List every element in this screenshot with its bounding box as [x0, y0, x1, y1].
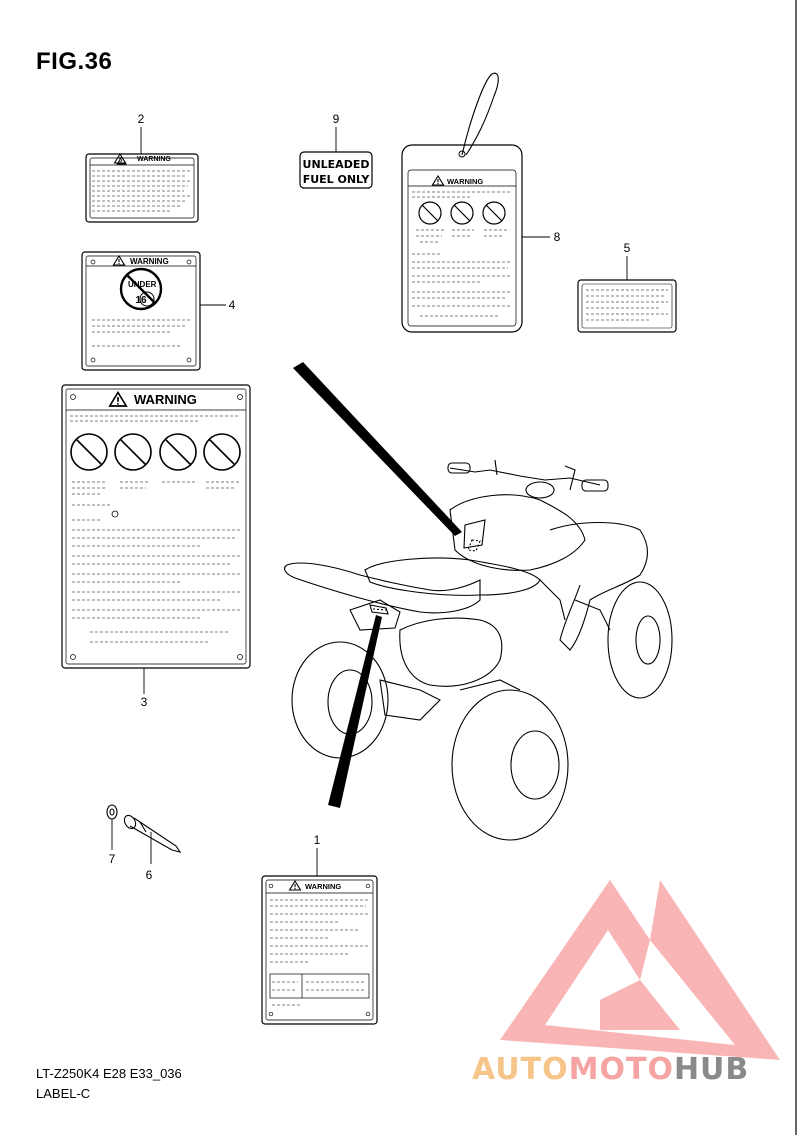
label-part-5	[577, 279, 677, 333]
rivet-part-6	[123, 814, 182, 853]
figure-code: LT-Z250K4 E28 E33_036	[36, 1066, 182, 1081]
label-1-warning: WARNING	[305, 882, 341, 891]
warning-icon	[112, 255, 126, 266]
pointer-wedge-upper	[293, 362, 462, 536]
part-number-2: 2	[138, 112, 145, 126]
watermark-logo	[500, 880, 780, 1060]
watermark-brand: AUTOMOTOHUB	[472, 1052, 749, 1087]
warning-icon	[288, 880, 302, 891]
unleaded-line1: UNLEADED	[303, 158, 370, 171]
part-number-6: 6	[146, 868, 153, 882]
watermark-moto: MOTO	[568, 1052, 674, 1087]
label-part-8	[401, 72, 523, 333]
label-3-warning: WARNING	[134, 392, 197, 407]
label-2-warning: WARNING	[137, 156, 171, 163]
part-number-8: 8	[554, 230, 561, 244]
label-4-warning: WARNING	[130, 257, 169, 266]
washer-part-7	[106, 804, 118, 820]
label-part-2	[85, 153, 199, 223]
label-part-1	[261, 875, 378, 1025]
warning-icon	[113, 153, 127, 164]
part-number-5: 5	[624, 241, 631, 255]
unleaded-line2: FUEL ONLY	[303, 173, 371, 186]
warning-icon	[431, 175, 445, 186]
under-age: 16	[135, 295, 147, 306]
label-part-3	[61, 384, 251, 669]
pointer-wedge-lower	[328, 615, 382, 808]
part-number-3: 3	[141, 695, 148, 709]
figure-title: FIG.36	[36, 48, 113, 75]
leader-lines	[111, 127, 628, 876]
under-word: UNDER	[128, 280, 157, 289]
label-part-4	[81, 251, 201, 371]
warning-icon	[108, 391, 128, 407]
part-number-1: 1	[314, 833, 321, 847]
watermark-hub: HUB	[673, 1052, 750, 1087]
part-number-7: 7	[109, 852, 116, 866]
label-8-warning: WARNING	[447, 177, 483, 186]
atv-illustration	[284, 459, 673, 841]
part-number-4: 4	[229, 298, 236, 312]
figure-name: LABEL-C	[36, 1086, 91, 1101]
part-number-9: 9	[333, 112, 340, 126]
watermark-auto: AUTO	[472, 1052, 569, 1087]
